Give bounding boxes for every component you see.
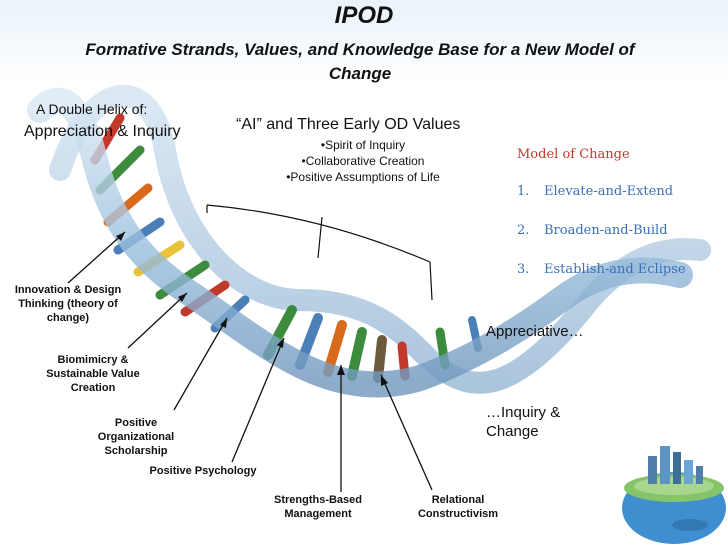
model-of-change-item: 1. Elevate-and-Extend xyxy=(517,184,686,223)
strand-label-positive-psychology: Positive Psychology xyxy=(149,465,257,477)
globe-city-graphic xyxy=(622,446,726,544)
strand-label-pos: Positive Organizational Scholarship xyxy=(97,417,175,457)
item-number: 3. xyxy=(517,262,530,277)
ai-values-list: •Spirit of Inquiry •Collaborative Creati… xyxy=(258,137,468,185)
helix-front-strand xyxy=(27,87,693,398)
bracket xyxy=(206,204,431,263)
pointer-arrows xyxy=(67,231,433,492)
helix-caption-line2: Appreciation & Inquiry xyxy=(24,123,181,140)
appreciative-label: Appreciative… xyxy=(486,323,584,340)
item-label: Broaden-and-Build xyxy=(544,223,668,238)
model-of-change-item: 3. Establish-and Eclipse xyxy=(517,262,686,301)
model-of-change-item: 2. Broaden-and-Build xyxy=(517,223,686,262)
helix-back-strand xyxy=(49,84,711,394)
strand-label-innovation: Innovation & Design Thinking (theory of … xyxy=(14,284,122,324)
item-number: 1. xyxy=(517,184,530,199)
item-label: Establish-and Eclipse xyxy=(544,262,686,277)
ai-value-item: •Spirit of Inquiry xyxy=(320,138,406,152)
ai-value-item: •Collaborative Creation xyxy=(301,154,425,168)
strand-label-strengths: Strengths-Based Management xyxy=(273,494,363,520)
arrow-heads xyxy=(116,232,388,386)
page-title: IPOD xyxy=(334,2,394,29)
helix-caption-line1: A Double Helix of: xyxy=(36,101,148,117)
inquiry-change-line2: Change xyxy=(486,423,539,440)
item-label: Elevate-and-Extend xyxy=(544,184,674,199)
model-of-change-title: Model of Change xyxy=(517,147,630,162)
item-number: 2. xyxy=(517,223,530,238)
strand-label-relational: Relational Constructivism xyxy=(417,494,499,520)
inquiry-change-line1: …Inquiry & xyxy=(486,404,561,421)
model-of-change-list: 1. Elevate-and-Extend 2. Broaden-and-Build… xyxy=(517,184,686,301)
strand-label-biomimicry: Biomimicry & Sustainable Value Creation xyxy=(46,354,140,394)
inquiry-change-label: …Inquiry & Change xyxy=(486,403,560,441)
ai-value-item: •Positive Assumptions of Life xyxy=(286,170,440,184)
page-subtitle: Formative Strands, Values, and Knowledge… xyxy=(85,40,635,83)
ai-values-heading: “AI” and Three Early OD Values xyxy=(236,116,461,133)
